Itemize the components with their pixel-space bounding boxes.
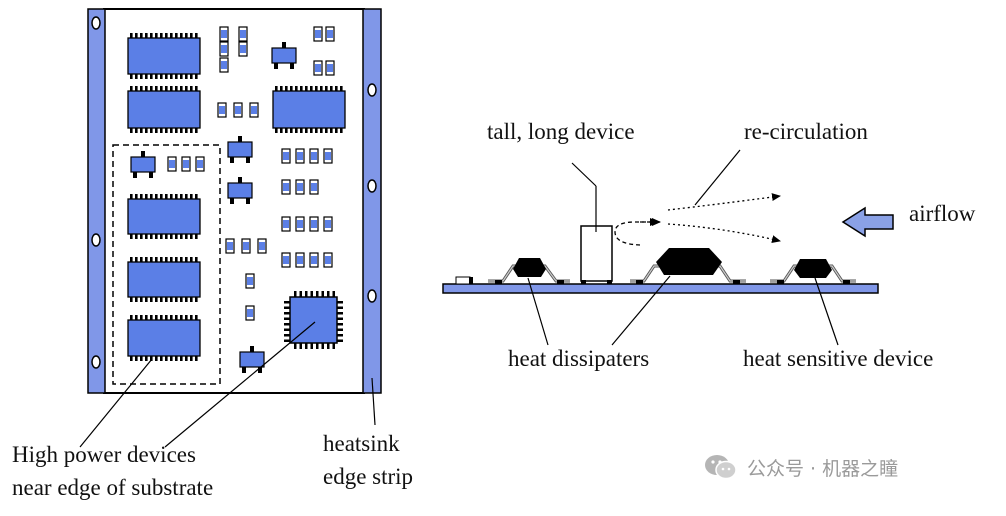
tall-long-device (571, 162, 613, 284)
smd-resistor (219, 26, 229, 42)
smd-resistor (323, 148, 333, 164)
smd-resistor (195, 156, 205, 172)
airflow-arrow-icon (841, 206, 894, 238)
airflow-label: airflow (909, 201, 976, 226)
transistor (239, 346, 265, 373)
smd-resistor (249, 102, 259, 118)
left-leader-lines (79, 321, 376, 448)
recirculation-arrows (614, 149, 781, 246)
smd-resistor (295, 252, 305, 268)
watermark-text: 公众号 · 机器之瞳 (747, 457, 899, 480)
smd-resistor (323, 216, 333, 232)
ic-package (127, 194, 201, 239)
smd-resistor (219, 57, 229, 73)
high-power-label-line2: near edge of substrate (12, 475, 214, 500)
small-resistor (455, 276, 473, 285)
heatsink-edge-strip (362, 8, 382, 394)
smd-resistor (245, 305, 255, 321)
heat-sensitive-label: heat sensitive device (743, 346, 934, 371)
ic-package (272, 86, 346, 133)
ic-package (127, 315, 201, 361)
ic-packages (127, 33, 346, 361)
smd-resistor (281, 148, 291, 164)
heat-dissipater-left (488, 258, 570, 284)
smd-resistor (309, 148, 319, 164)
ic-package (127, 33, 201, 79)
smd-components (167, 26, 335, 321)
high-power-region (112, 144, 221, 385)
smd-resistor (238, 41, 248, 57)
left-edge-strip (87, 8, 106, 394)
cross-section-board (442, 283, 879, 294)
transistor (227, 177, 253, 204)
transistors (130, 42, 297, 373)
ic-package (127, 86, 201, 133)
smd-resistor (281, 216, 291, 232)
smd-resistor (309, 252, 319, 268)
smd-resistor (238, 26, 248, 42)
tall-device-label: tall, long device (487, 119, 635, 144)
smd-resistor (245, 273, 255, 289)
smd-resistor (313, 26, 323, 42)
smd-resistor (219, 41, 229, 57)
watermark: 公众号 · 机器之瞳 (703, 452, 898, 482)
heat-dissipaters-label: heat dissipaters (508, 346, 650, 371)
smd-resistor (295, 148, 305, 164)
smd-resistor (167, 156, 177, 172)
wechat-icon (705, 455, 737, 480)
heatsink-label-line2: edge strip (323, 464, 414, 489)
smd-resistor (323, 252, 333, 268)
smd-resistor (257, 238, 267, 254)
smd-resistor (295, 179, 305, 195)
transistor (271, 42, 297, 69)
transistor (130, 151, 156, 178)
smd-resistor (295, 216, 305, 232)
transistor (227, 136, 253, 163)
smd-resistor (217, 102, 227, 118)
qfp-chip (284, 291, 343, 349)
smd-resistor (233, 102, 243, 118)
smd-resistor (309, 216, 319, 232)
smd-resistor (241, 238, 251, 254)
smd-resistor (225, 238, 235, 254)
recirculation-label: re-circulation (744, 119, 868, 144)
ic-package (127, 257, 201, 302)
heatsink-label-line1: heatsink (323, 431, 400, 456)
high-power-label-line1: High power devices (12, 442, 196, 467)
smd-resistor (325, 60, 335, 76)
smd-resistor (309, 179, 319, 195)
heat-sensitive-device-shape (770, 259, 856, 284)
heat-dissipater-center (630, 248, 746, 284)
smd-resistor (325, 26, 335, 42)
smd-resistor (281, 252, 291, 268)
smd-resistor (281, 179, 291, 195)
smd-resistor (313, 60, 323, 76)
right-leader-lines (527, 275, 839, 346)
smd-resistor (181, 156, 191, 172)
